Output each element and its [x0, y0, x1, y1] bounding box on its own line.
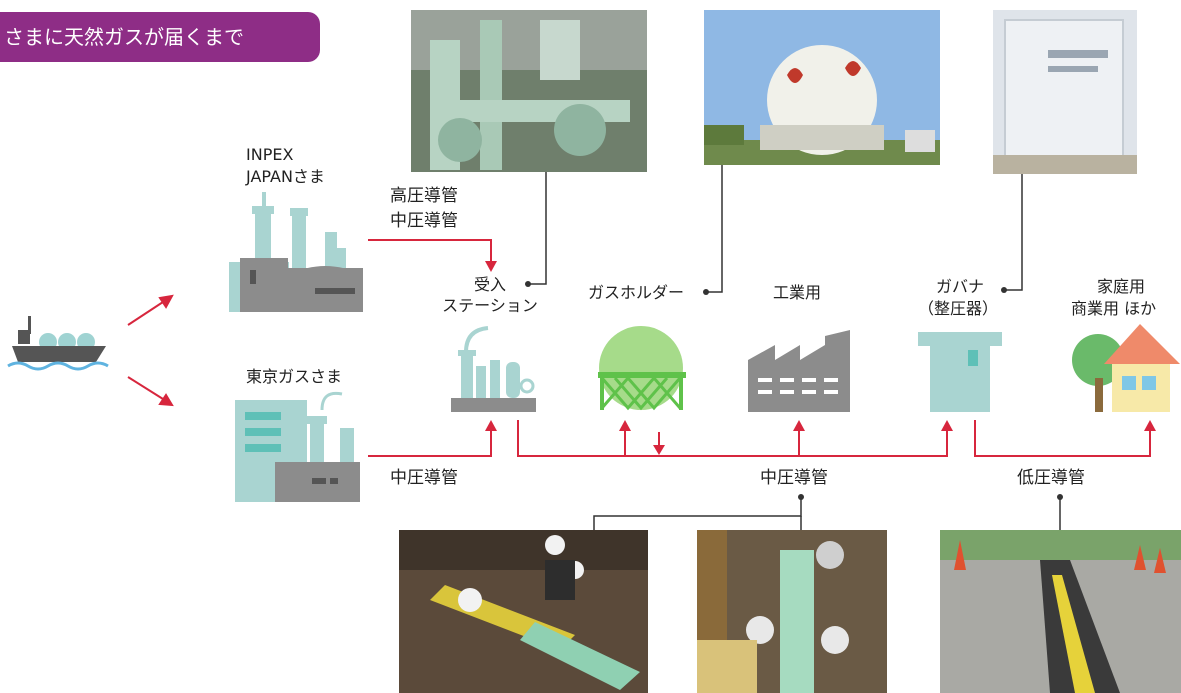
photo-low-pressure-trench — [940, 530, 1181, 693]
pipe-label-high-pressure: 高圧導管 — [390, 186, 458, 206]
flow-lines — [368, 239, 1151, 457]
factory-icon — [748, 330, 850, 412]
facility-governor-line1: ガバナ — [936, 277, 985, 296]
photo-gas-holder — [704, 10, 940, 165]
photo-pipe-installation-2 — [697, 530, 887, 693]
photo-pipe-facility — [411, 10, 647, 172]
facility-receiving-line1: 受入 — [473, 275, 506, 294]
photo-pipe-installation-1 — [399, 530, 648, 693]
facility-gas-holder: ガスホルダー — [588, 283, 685, 302]
facility-industrial: 工業用 — [773, 283, 822, 302]
house-icon — [1072, 324, 1180, 412]
ship-icon — [7, 316, 109, 371]
page-title: さまに天然ガスが届くまで — [0, 12, 320, 62]
pipe-label-low-pressure: 低圧導管 — [1017, 468, 1085, 488]
supplier-inpex-line2: JAPANさま — [246, 167, 325, 186]
pipe-label-medium-pressure-center: 中圧導管 — [760, 468, 828, 488]
pipe-label-medium-pressure-left: 中圧導管 — [390, 468, 458, 488]
photo-governor-box — [993, 10, 1137, 174]
supplier-inpex-line1: INPEX — [246, 145, 294, 164]
photo-connectors — [525, 165, 1063, 530]
pipe-label-medium-pressure-top: 中圧導管 — [390, 211, 458, 231]
gas-plant-icon — [235, 391, 360, 502]
flow-arrowheads — [485, 261, 1156, 455]
receiving-station-icon — [451, 326, 536, 412]
gas-holder-icon — [598, 326, 686, 411]
refinery-icon — [229, 192, 363, 312]
facility-governor-line2: （整圧器） — [918, 299, 999, 318]
facility-receiving-line2: ステーション — [442, 296, 538, 315]
supplier-tokyo-gas: 東京ガスさま — [246, 367, 343, 386]
governor-icon — [918, 332, 1002, 412]
facility-home-line1: 家庭用 — [1097, 277, 1146, 296]
ship-arrows — [127, 294, 174, 407]
facility-home-line2: 商業用 ほか — [1071, 299, 1157, 318]
